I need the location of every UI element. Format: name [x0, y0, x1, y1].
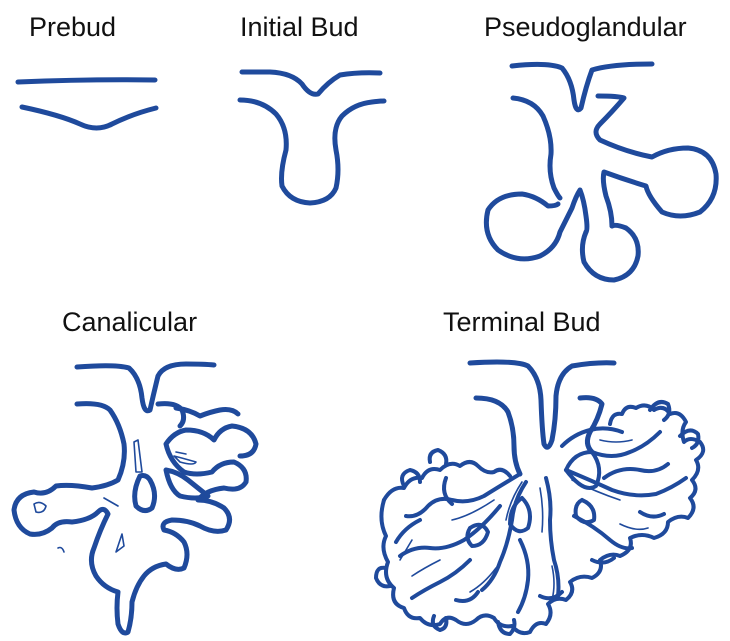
initial-bud-drawing: [240, 72, 384, 203]
canalicular-drawing: [14, 364, 256, 633]
prebud-drawing: [18, 80, 156, 128]
pseudoglandular-drawing: [486, 64, 716, 280]
terminal-bud-drawing: [376, 362, 703, 634]
